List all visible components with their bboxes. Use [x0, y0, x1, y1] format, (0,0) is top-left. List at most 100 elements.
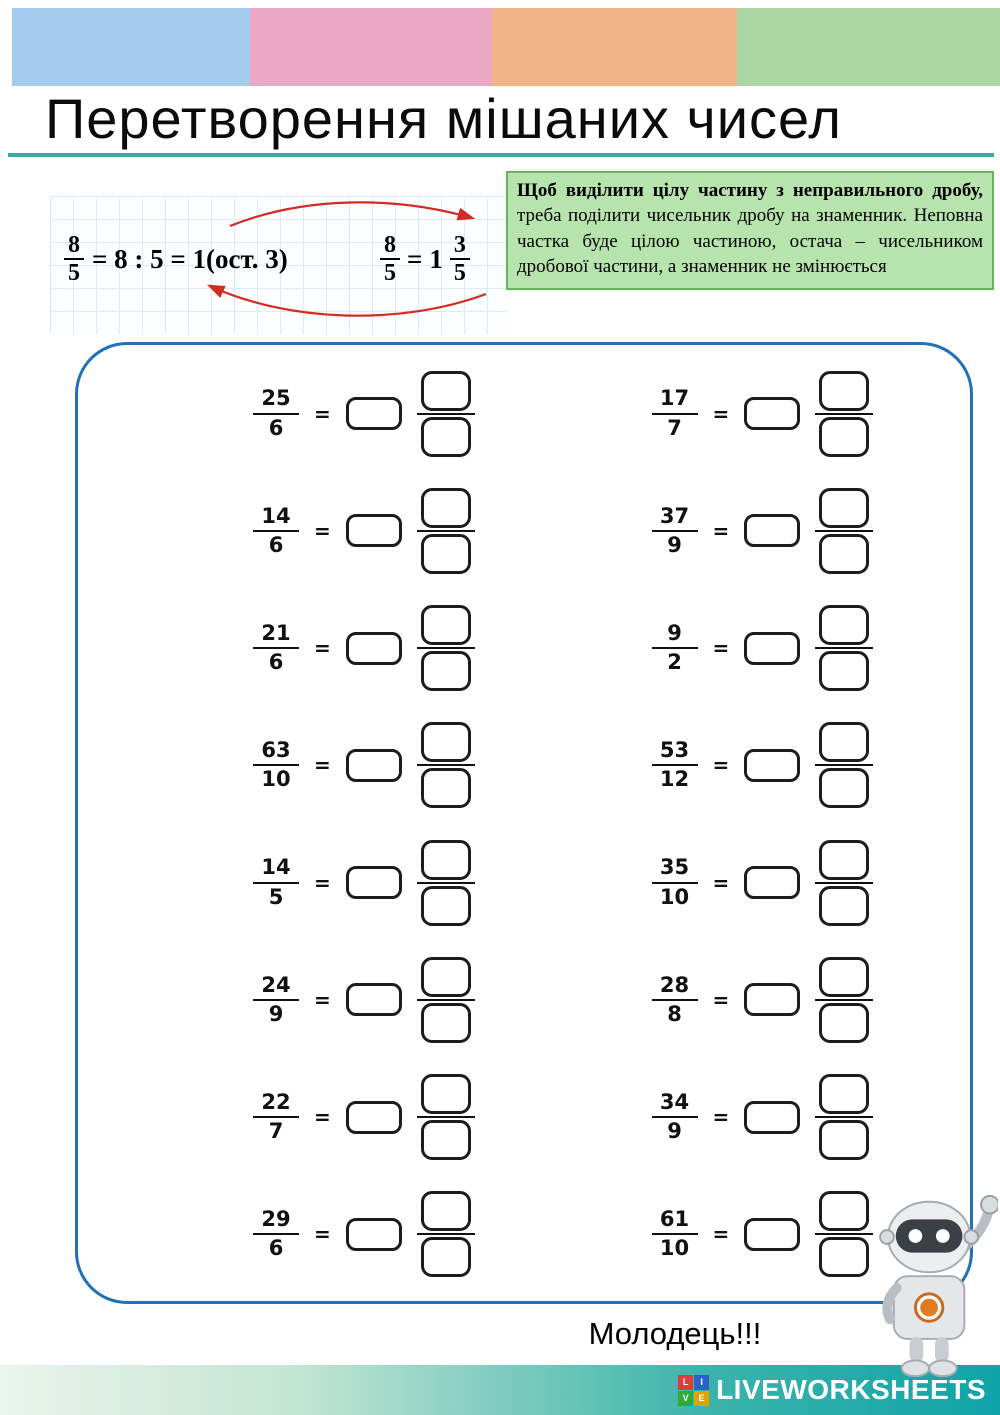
numerator-input[interactable] — [420, 839, 471, 880]
numerator-input[interactable] — [819, 1074, 870, 1115]
denominator-input[interactable] — [819, 1237, 870, 1278]
denominator-input[interactable] — [819, 416, 870, 457]
denominator-input[interactable] — [420, 768, 471, 809]
fraction-numerator: 14 — [261, 503, 291, 528]
exercises-panel: 25 6 = 14 6 = 21 6 = — [75, 342, 973, 1304]
denominator-input[interactable] — [819, 533, 870, 574]
fraction-numerator: 35 — [659, 855, 690, 880]
whole-number-input[interactable] — [345, 748, 402, 782]
exercise-fraction: 22 7 — [253, 1089, 299, 1146]
answer-fraction — [416, 370, 475, 457]
denominator-input[interactable] — [819, 885, 870, 926]
whole-number-input[interactable] — [744, 866, 801, 900]
rule-body-text: треба поділити чисельник дробу на знамен… — [517, 205, 983, 277]
brand-wordmark: LIVEWORKSHEETS — [716, 1374, 986, 1405]
fraction-denominator: 5 — [253, 881, 299, 911]
stripe-pink — [250, 8, 492, 86]
exercise-fraction: 14 6 — [253, 503, 299, 560]
exercise-row: 61 10 = — [651, 1176, 971, 1293]
numerator-input[interactable] — [420, 605, 471, 646]
denominator-input[interactable] — [420, 885, 471, 926]
whole-number-input[interactable] — [744, 748, 801, 782]
denominator-input[interactable] — [420, 416, 471, 457]
numerator-input[interactable] — [819, 722, 870, 763]
whole-number-input[interactable] — [744, 1217, 801, 1251]
fraction-line — [416, 881, 475, 884]
whole-number-input[interactable] — [345, 397, 402, 431]
equals-sign: = — [712, 987, 730, 1012]
fraction-line — [815, 412, 874, 415]
denominator-input[interactable] — [420, 533, 471, 574]
fraction-numerator: 17 — [659, 386, 690, 411]
answer-fraction — [416, 487, 475, 574]
exercise-column-left: 25 6 = 14 6 = 21 6 = — [78, 355, 572, 1293]
liveworksheets-logo: L I V E — [678, 1374, 710, 1406]
fraction-line — [815, 1233, 874, 1236]
numerator-input[interactable] — [420, 370, 471, 411]
denominator-input[interactable] — [420, 651, 471, 692]
numerator-input[interactable] — [819, 605, 870, 646]
whole-number-input[interactable] — [744, 983, 801, 1017]
equals-sign: = — [314, 753, 331, 778]
whole-number-input[interactable] — [345, 514, 402, 548]
footer-brand-bar: L I V E LIVEWORKSHEETS — [0, 1365, 1000, 1415]
numerator-input[interactable] — [819, 839, 870, 880]
exercise-fraction: 35 10 — [651, 854, 698, 911]
whole-number-input[interactable] — [345, 983, 402, 1017]
numerator-input[interactable] — [420, 1191, 471, 1232]
fraction-denominator: 5 — [380, 258, 400, 286]
exercise-row: 53 12 = — [651, 707, 971, 824]
whole-number-input[interactable] — [744, 397, 801, 431]
answer-fraction — [416, 956, 475, 1043]
exercise-fraction: 21 6 — [253, 620, 299, 677]
rule-info-box: Щоб виділити цілу частину з неправильног… — [506, 171, 994, 291]
denominator-input[interactable] — [819, 651, 870, 692]
denominator-input[interactable] — [420, 1237, 471, 1278]
fraction-numerator: 3 — [453, 232, 466, 258]
page-title: Перетворення мішаних чисел — [45, 87, 842, 150]
exercise-fraction: 17 7 — [651, 385, 698, 442]
fraction-numerator: 24 — [261, 972, 291, 997]
exercise-row: 21 6 = — [253, 590, 572, 707]
numerator-input[interactable] — [420, 722, 471, 763]
answer-fraction — [416, 839, 475, 926]
fraction-numerator: 53 — [659, 738, 690, 763]
denominator-input[interactable] — [819, 1120, 870, 1161]
whole-number-input[interactable] — [744, 514, 801, 548]
numerator-input[interactable] — [819, 956, 870, 997]
fraction-line — [815, 1116, 874, 1119]
whole-number-input[interactable] — [345, 866, 402, 900]
answer-fraction — [815, 487, 874, 574]
numerator-input[interactable] — [819, 487, 870, 528]
denominator-input[interactable] — [420, 1120, 471, 1161]
whole-number-input[interactable] — [345, 631, 402, 665]
fraction-numerator: 14 — [261, 855, 291, 880]
denominator-input[interactable] — [819, 1002, 870, 1043]
fraction-numerator: 34 — [659, 1089, 690, 1114]
numerator-input[interactable] — [420, 1074, 471, 1115]
numerator-input[interactable] — [819, 370, 870, 411]
fraction-line — [815, 881, 874, 884]
numerator-input[interactable] — [819, 1191, 870, 1232]
exercise-row: 28 8 = — [651, 941, 971, 1058]
fraction-line — [416, 1116, 475, 1119]
denominator-input[interactable] — [819, 768, 870, 809]
answer-fraction — [815, 370, 874, 457]
equals-sign: = — [712, 518, 730, 543]
numerator-input[interactable] — [420, 487, 471, 528]
whole-number-input[interactable] — [345, 1217, 402, 1251]
fraction-numerator: 8 — [384, 232, 396, 258]
fraction-numerator: 37 — [659, 503, 690, 528]
exercise-fraction: 61 10 — [651, 1206, 698, 1263]
exercise-row: 14 5 = — [253, 824, 572, 941]
whole-number-input[interactable] — [345, 1100, 402, 1134]
answer-fraction — [416, 1074, 475, 1161]
whole-number-input[interactable] — [744, 631, 801, 665]
whole-number-input[interactable] — [744, 1100, 801, 1134]
fraction-denominator: 6 — [253, 1233, 299, 1262]
logo-square-l: L — [678, 1374, 694, 1390]
numerator-input[interactable] — [420, 956, 471, 997]
exercise-row: 22 7 = — [253, 1059, 572, 1176]
denominator-input[interactable] — [420, 1002, 471, 1043]
